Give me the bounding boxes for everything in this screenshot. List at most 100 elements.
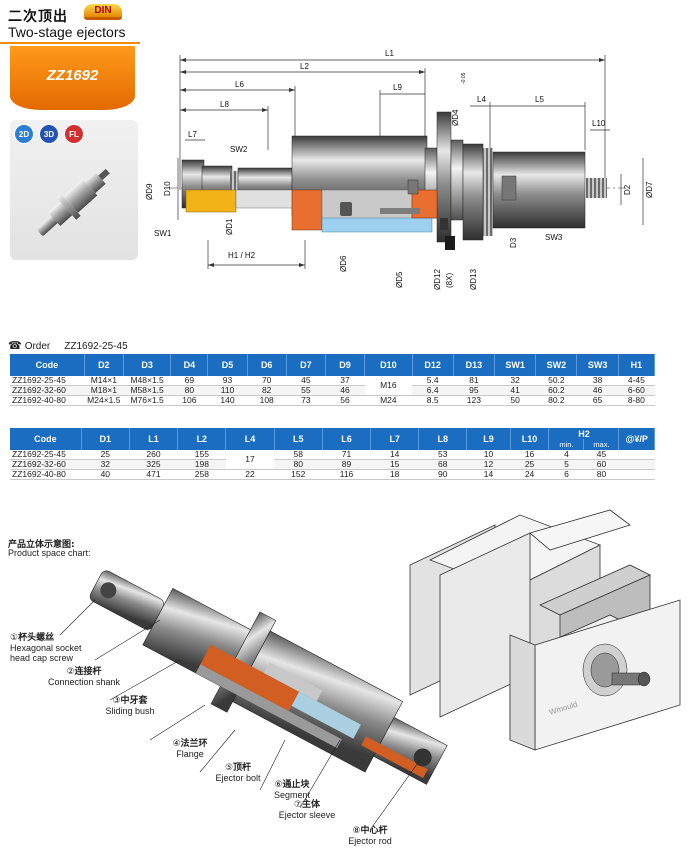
dim-d2: D2 — [623, 184, 632, 195]
table-cell: M24×1.5 — [84, 395, 124, 406]
table2-subheader-max: max. — [583, 439, 620, 450]
product-code-tab: ZZ1692 — [10, 46, 135, 110]
table2-header-price: @¥/P — [618, 428, 655, 450]
part-label-1: ①杯头螺丝 Hexagonal socket head cap screw — [10, 632, 82, 663]
cutaway-illustration — [89, 570, 448, 785]
spec-table-2: Code D1 L1 L2 L4 L5 L6 L7 L8 L9 L10 H2 @… — [10, 428, 655, 480]
table-cell: 5.4 — [412, 376, 454, 386]
dim-l6: L6 — [235, 80, 244, 89]
part-label-6: ⑥通止块 Segment — [273, 779, 311, 800]
table1-header: D9 — [325, 354, 366, 376]
table-cell: 60 — [583, 459, 619, 470]
table1-header: SW1 — [494, 354, 537, 376]
table-cell: 16 — [510, 450, 549, 460]
table-cell: 258 — [177, 469, 226, 480]
table-cell: 152 — [274, 469, 323, 480]
table-cell-price — [618, 450, 655, 460]
table-cell-l4-merged: 17 — [225, 450, 275, 470]
space-chart-title-en: Product space chart: — [8, 548, 91, 558]
table-cell: 46 — [576, 385, 619, 396]
cad-3d-badge[interactable]: 3D — [39, 124, 59, 144]
table2-header: L8 — [418, 428, 468, 450]
cad-fl-badge[interactable]: FL — [64, 124, 84, 144]
table-cell: 198 — [177, 459, 226, 470]
table-cell: 12 — [466, 459, 511, 470]
dim-d13: ØD13 — [469, 269, 478, 290]
dim-d12: ØD12 — [433, 269, 442, 290]
table1-header: Code — [10, 354, 85, 376]
table1-header: D4 — [170, 354, 209, 376]
table-cell: 53 — [418, 450, 467, 460]
table-cell: 70 — [247, 376, 287, 386]
table-cell: 106 — [170, 395, 208, 406]
title-chinese: 二次顶出 — [8, 9, 68, 25]
table-cell: ZZ1692-32-60 — [10, 459, 82, 470]
table-cell: 6 — [548, 469, 584, 480]
table-cell: 71 — [322, 450, 371, 460]
table-cell: 45 — [286, 376, 326, 386]
dim-tolerance: -0.05 — [461, 72, 467, 84]
dim-d10: D10 — [163, 181, 172, 196]
dim-8x: (8X) — [445, 273, 454, 288]
table2-header: L10 — [510, 428, 550, 450]
dim-l8: L8 — [220, 100, 229, 109]
spec-table-1: Code D2 D3 D4 D5 D6 D7 D9 D10 D12 D13 SW… — [10, 354, 656, 406]
table-cell: ZZ1692-40-80 — [10, 469, 82, 480]
table-cell: 24 — [510, 469, 549, 480]
table-cell: ZZ1692-32-60 — [10, 385, 85, 396]
table-cell: 69 — [170, 376, 208, 386]
table2-header: L4 — [225, 428, 275, 450]
table1-header: D6 — [247, 354, 287, 376]
table-cell: 15 — [370, 459, 419, 470]
table-cell: M58×1.5 — [123, 385, 171, 396]
table-cell-d10-merged: M16 — [364, 376, 413, 396]
table1-header: D10 — [364, 354, 413, 376]
table-cell: 89 — [322, 459, 371, 470]
table2-header: L1 — [129, 428, 179, 450]
table2-header-row: Code D1 L1 L2 L4 L5 L6 L7 L8 L9 L10 H2 @… — [10, 428, 655, 450]
order-label: Order — [24, 341, 51, 352]
table-cell: 110 — [207, 385, 248, 396]
table1-header: SW3 — [576, 354, 619, 376]
part-label-8: ⑧中心杆 Ejector rod — [348, 825, 392, 846]
table-cell: ZZ1692-40-80 — [10, 395, 85, 406]
table-cell: 18 — [370, 469, 419, 480]
dim-d5: ØD5 — [395, 271, 404, 288]
table-cell: 80.2 — [535, 395, 577, 406]
table1-header: D13 — [453, 354, 496, 376]
table-cell: 8.5 — [412, 395, 454, 406]
table-cell: ZZ1692-25-45 — [10, 376, 85, 386]
table-cell: M48×1.5 — [123, 376, 171, 386]
table-row: ZZ1692-25-45 25 260 155 17 58 71 14 53 1… — [10, 450, 655, 470]
table-cell: 4-45 — [618, 376, 655, 386]
part-label-3: ③中牙套 Sliding bush — [105, 695, 155, 716]
table-cell: 38 — [576, 376, 619, 386]
table2-header: D1 — [81, 428, 130, 450]
table-cell: 46 — [325, 385, 365, 396]
table-cell-price — [618, 459, 655, 470]
mold-assembly-illustration: Wmould — [409, 509, 681, 751]
table-cell: 80 — [583, 469, 619, 480]
label-sw1: SW1 — [154, 229, 172, 238]
table1-header: D7 — [286, 354, 326, 376]
table-cell: 37 — [325, 376, 365, 386]
dim-d9: ØD9 — [145, 183, 154, 200]
dim-l2: L2 — [300, 62, 309, 71]
dim-d4: ØD4 — [451, 109, 460, 126]
table-cell: 325 — [129, 459, 178, 470]
table-cell: 123 — [453, 395, 495, 406]
table-cell: M18×1 — [84, 385, 124, 396]
table-cell: 108 — [247, 395, 287, 406]
leader-lines — [59, 599, 420, 831]
dim-d7: ØD7 — [645, 181, 654, 198]
dim-l1: L1 — [385, 49, 394, 58]
table-cell: 80 — [274, 459, 323, 470]
cad-2d-badge[interactable]: 2D — [14, 124, 34, 144]
phone-icon: ☎ — [8, 340, 22, 352]
table1-header: SW2 — [535, 354, 578, 376]
dim-l10: L10 — [592, 119, 606, 128]
table-cell: 6-60 — [618, 385, 655, 396]
table-cell: 8-80 — [618, 395, 655, 406]
table-cell-price — [618, 469, 655, 480]
dim-d3: D3 — [509, 237, 518, 248]
